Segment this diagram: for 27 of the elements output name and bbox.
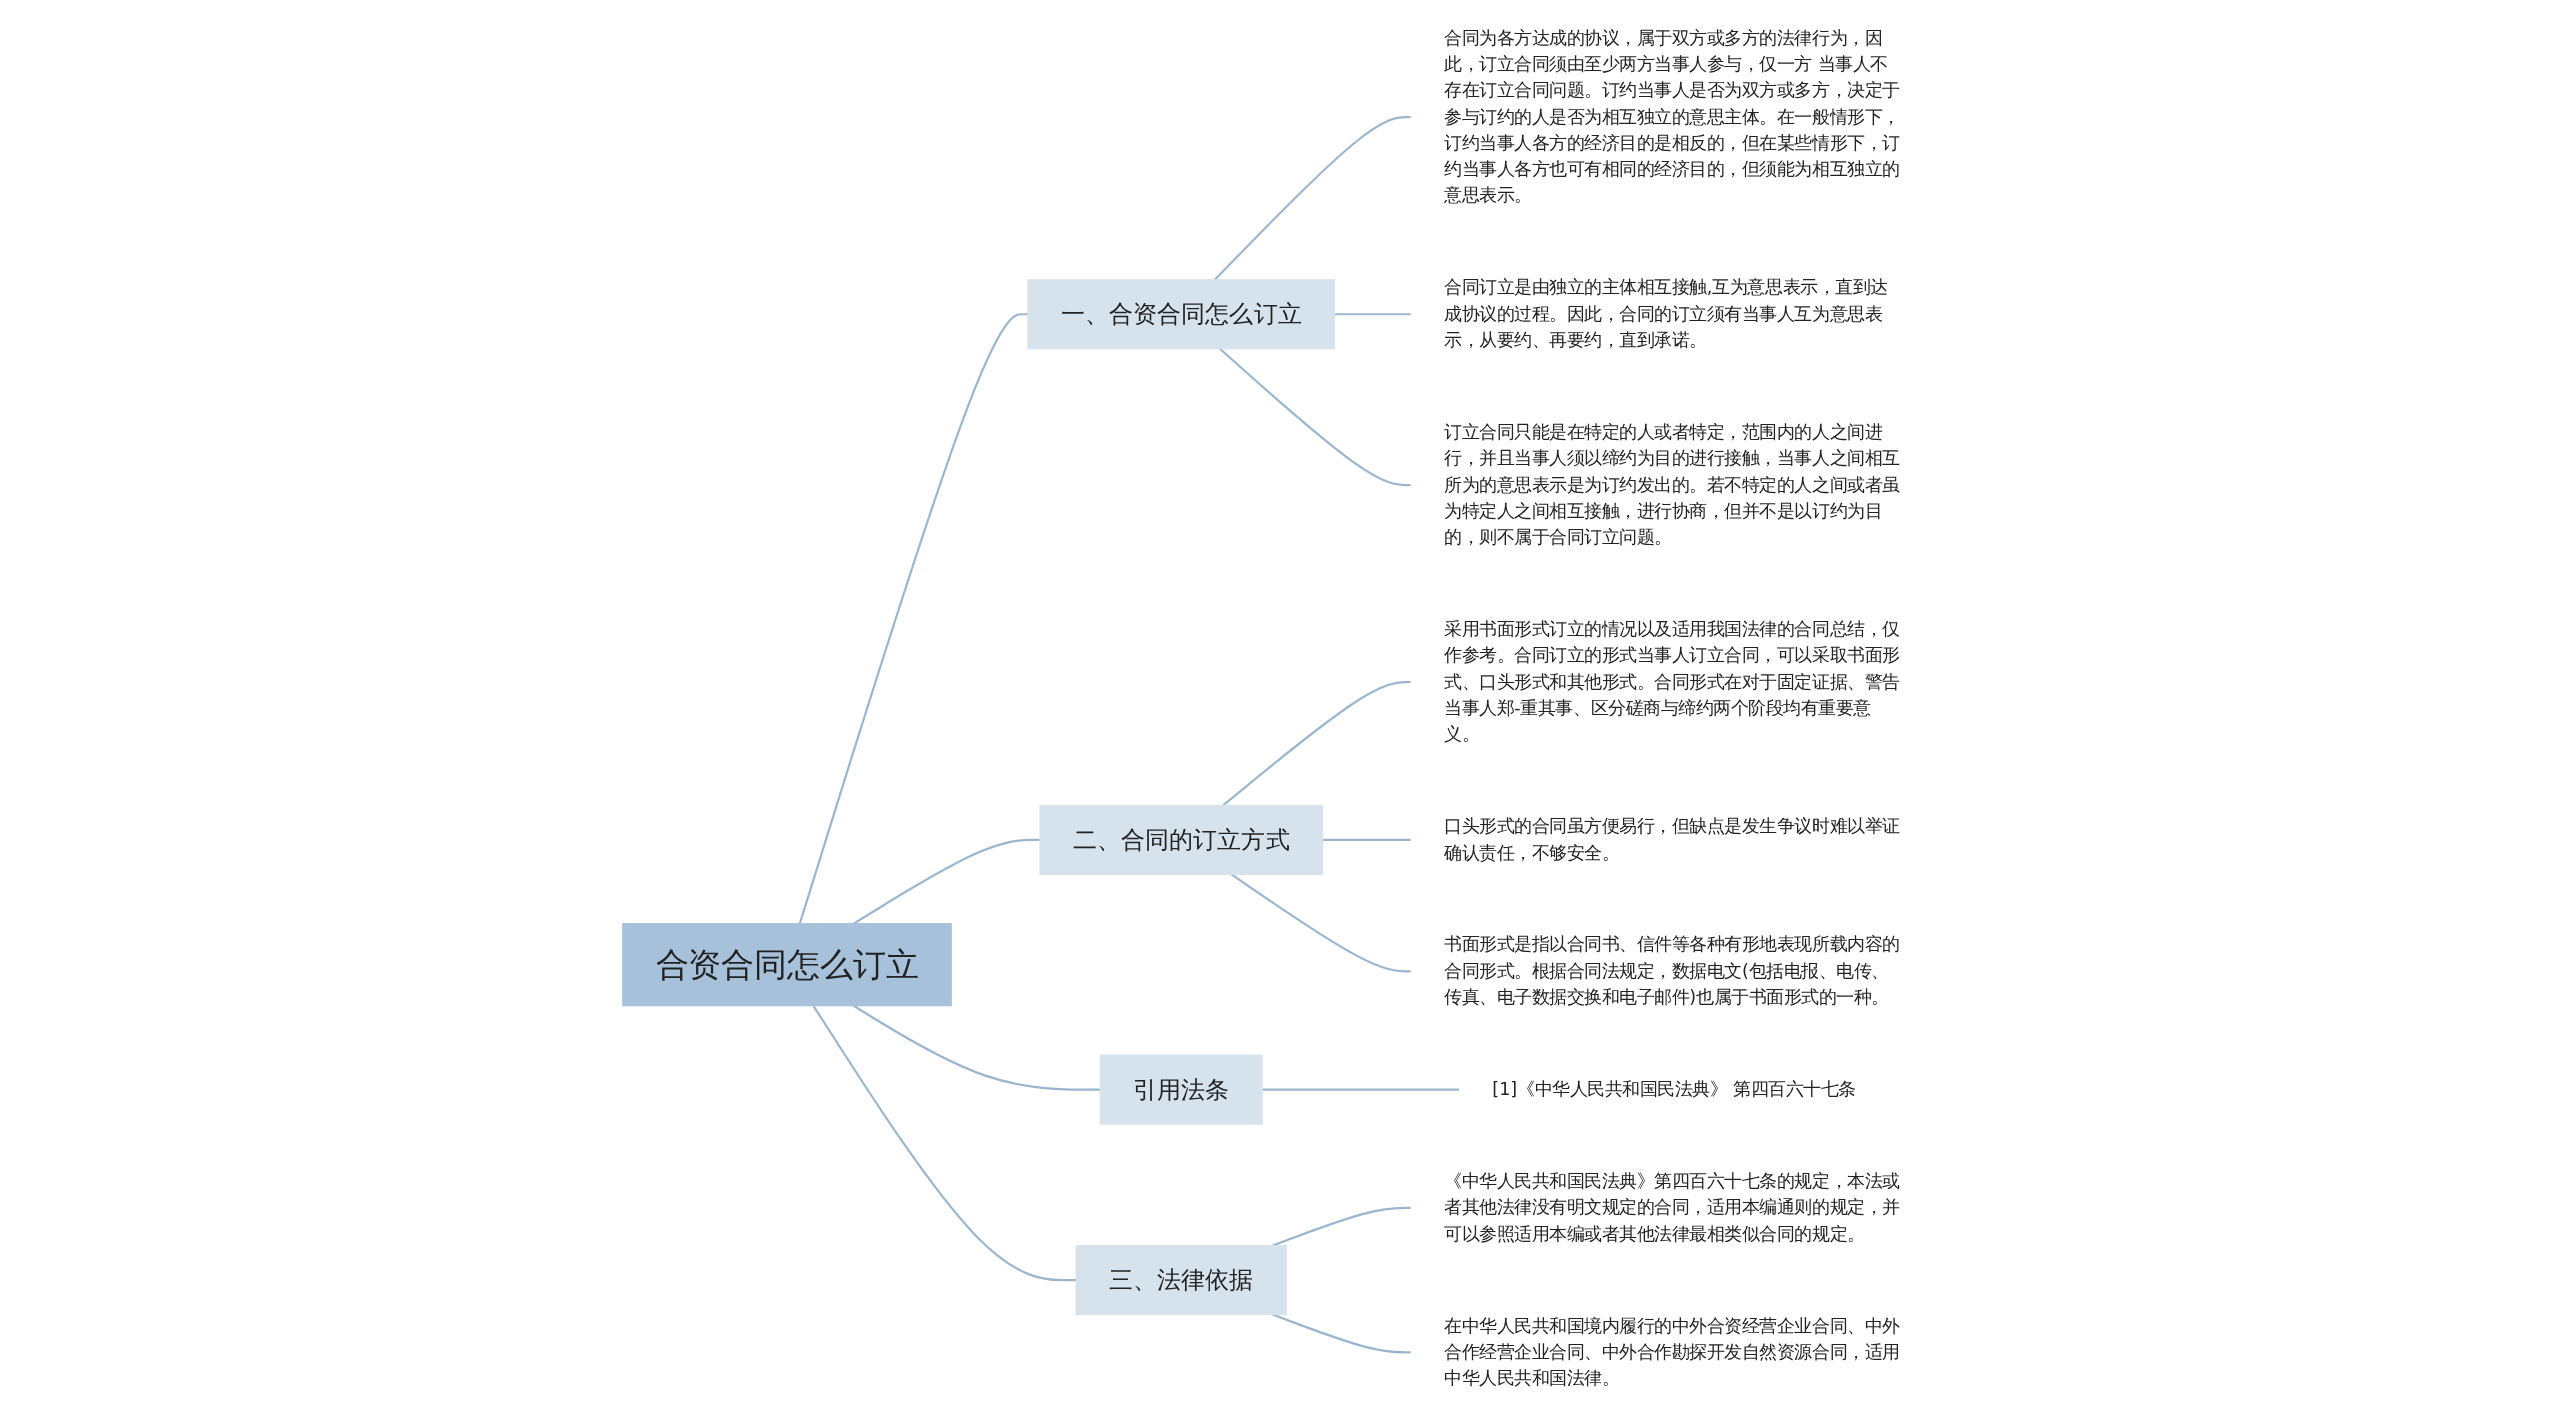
node-text: [1]《中华人民共和国民法典》 第四百六十七条 — [1492, 1078, 1856, 1100]
node-box: 合资合同怎么订立 — [622, 923, 953, 1007]
connector — [1214, 116, 1412, 281]
node-text: 在中华人民共和国境内履行的中外合资经营企业合同、中外合作经营企业合同、中外合作勘探开发自然资源合同，适用中华人民共和国法律。 — [1444, 1315, 1900, 1389]
connector — [798, 313, 1029, 924]
connector — [1222, 681, 1412, 807]
connector — [1219, 347, 1412, 487]
node-box: 一、合资合同怎么订立 — [1027, 279, 1336, 350]
connector — [1231, 873, 1412, 973]
node-text: 书面形式是指以合同书、信件等各种有形地表现所载内容的合同形式。根据合同法规定，数据电文(包括电报、电传、传真、电子数据交换和电子邮件)也属于书面形式的一种。 — [1444, 934, 1900, 1008]
connector — [853, 838, 1041, 925]
connector — [1272, 1313, 1412, 1354]
connector — [1272, 1206, 1412, 1247]
node-box: 三、法律依据 — [1075, 1245, 1288, 1316]
node-box: 引用法条 — [1099, 1054, 1263, 1125]
node-text: 口头形式的合同虽方便易行，但缺点是发生争议时难以举证确认责任，不够安全。 — [1444, 815, 1900, 863]
node-text: 《中华人民共和国民法典》第四百六十七条的规定，本法或者其他法律没有明文规定的合同，适用本编通则的规定，并可以参照适用本编或者其他法律最相类似合同的规定。 — [1444, 1170, 1900, 1244]
node-text: 合同为各方达成的协议，属于双方或多方的法律行为，因此，订立合同须由至少两方当事人参与，仅一方 当事人不存在订立合同问题。订约当事人是否为双方或多方，决定于参与订约的人是否为相互独立的意思主体。在一般情形下，订约当事人各方的经济目的是相反的，但在某些情形下，订约当事人各方也可有相同的经济目的，但须能为相互独立的意思表示。 — [1444, 27, 1900, 206]
connector — [853, 1004, 1101, 1091]
node-text: 合同订立是由独立的主体相互接触,互为意思表示，直到达成协议的过程。因此，合同的订立须有当事人互为意思表示，从要约、再要约，直到承诺。 — [1444, 277, 1888, 351]
connector — [1262, 1088, 1460, 1091]
connector — [1322, 838, 1412, 841]
connector — [1334, 313, 1412, 316]
node-box: 二、合同的订立方式 — [1039, 804, 1324, 875]
node-text: 采用书面形式订立的情况以及适用我国法律的合同总结，仅作参考。合同订立的形式当事人订立合同，可以采取书面形式、口头形式和其他形式。合同形式在对于固定证据、警告当事人郑-重其事、区分磋商与缔约两个阶段均有重要意义。 — [1444, 618, 1900, 745]
node-text: 订立合同只能是在特定的人或者特定，范围内的人之间进行，并且当事人须以缔约为目的进行接触，当事人之间相互所为的意思表示是为订约发出的。若不特定的人之间或者虽为特定人之间相互接触，进行协商，但并不是以订约为目的，则不属于合同订立问题。 — [1444, 421, 1900, 548]
connector — [812, 1005, 1077, 1282]
